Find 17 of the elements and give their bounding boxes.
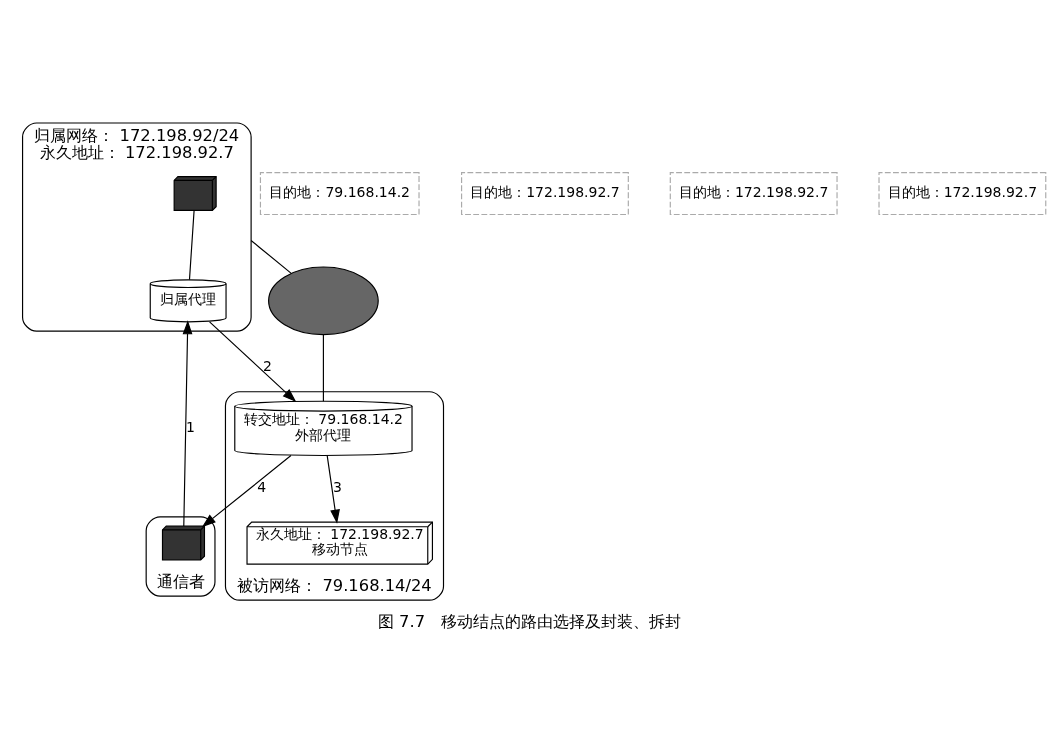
edge-label: 3 xyxy=(332,479,342,496)
connector xyxy=(188,210,195,281)
arrow xyxy=(182,320,193,527)
edge-label: 2 xyxy=(262,358,272,375)
label: 目的地：79.168.14.2 xyxy=(269,184,410,201)
connector xyxy=(250,239,292,274)
edge-label: 1 xyxy=(186,418,195,435)
label: 目的地：172.198.92.7 xyxy=(470,184,620,201)
connector xyxy=(322,334,324,402)
label: 目的地：172.198.92.7 xyxy=(678,184,829,201)
arrow xyxy=(209,321,297,403)
node-cloud xyxy=(268,266,379,336)
edge-label: 4 xyxy=(257,479,267,496)
caption: 图 7.7 移动结点的路由选择及封装、拆封 xyxy=(377,612,682,632)
label: 目的地：172.198.92.7 xyxy=(887,184,1038,201)
arrow xyxy=(201,455,292,528)
arrow xyxy=(326,455,340,524)
